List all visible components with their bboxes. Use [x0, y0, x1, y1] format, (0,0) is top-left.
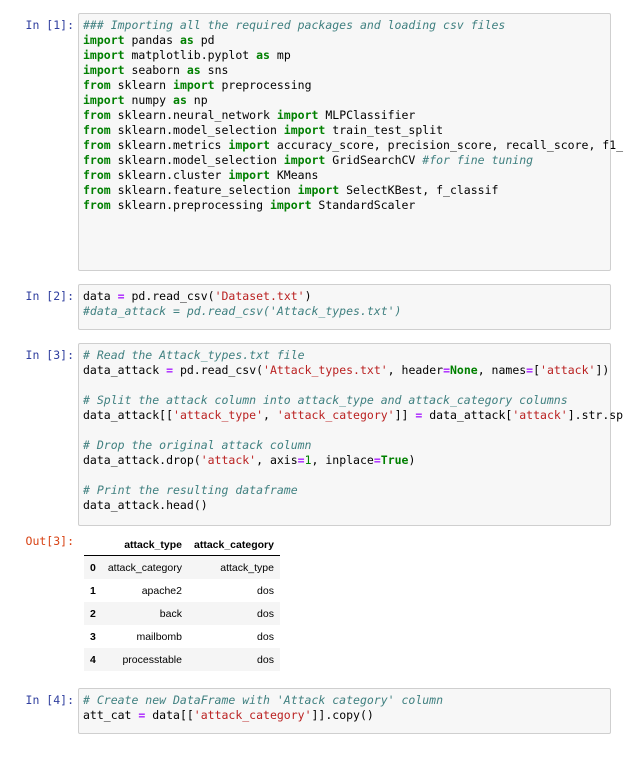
row-index: 2	[90, 607, 96, 620]
cell-4-prompt: In [4]:	[25, 693, 74, 707]
table-row: 4 processtable dos	[84, 648, 280, 671]
code-cell-3-source[interactable]: # Read the Attack_types.txt file data_at…	[83, 348, 624, 512]
table-row: 3 mailbomb dos	[84, 625, 280, 648]
cell-1-prompt: In [1]:	[25, 18, 74, 32]
cell-attack-type: back	[159, 607, 182, 620]
cell-attack-type: attack_category	[107, 561, 182, 574]
code-cell-1-source[interactable]: ### Importing all the required packages …	[83, 18, 624, 212]
row-index: 3	[90, 630, 96, 643]
code-cell-3[interactable]: # Read the Attack_types.txt file data_at…	[78, 343, 624, 526]
table-row: 0 attack_category attack_type	[84, 555, 280, 579]
cell-attack-type: mailbomb	[136, 630, 182, 643]
cell-attack-category: dos	[257, 607, 274, 620]
cell-2-prompt: In [2]:	[25, 289, 74, 303]
row-index: 1	[90, 584, 96, 597]
cell-3-prompt: In [3]:	[25, 348, 74, 362]
code-cell-4-source[interactable]: # Create new DataFrame with 'Attack cate…	[83, 693, 444, 722]
column-header-attack-category: attack_category	[187, 535, 280, 556]
code-cell-4[interactable]: # Create new DataFrame with 'Attack cate…	[78, 688, 611, 734]
cell-attack-type: processtable	[122, 653, 182, 666]
row-index: 4	[90, 653, 96, 666]
code-cell-2-source[interactable]: data = pd.read_csv('Dataset.txt') #data_…	[83, 289, 402, 318]
column-header-attack-type: attack_type	[101, 535, 188, 556]
cell-attack-category: dos	[257, 584, 274, 597]
code-cell-1[interactable]: ### Importing all the required packages …	[78, 13, 624, 271]
code-cell-2[interactable]: data = pd.read_csv('Dataset.txt') #data_…	[78, 284, 611, 330]
dataframe-output: attack_type attack_category 0 attack_cat…	[84, 535, 280, 671]
table-row: 1 apache2 dos	[84, 579, 280, 602]
index-header	[84, 535, 102, 556]
cell-attack-category: dos	[257, 630, 274, 643]
cell-attack-type: apache2	[141, 584, 182, 597]
row-index: 0	[90, 561, 96, 574]
output-3-prompt: Out[3]:	[25, 534, 74, 548]
cell-attack-category: dos	[257, 653, 274, 666]
table-row: 2 back dos	[84, 602, 280, 625]
cell-attack-category: attack_type	[220, 561, 274, 574]
